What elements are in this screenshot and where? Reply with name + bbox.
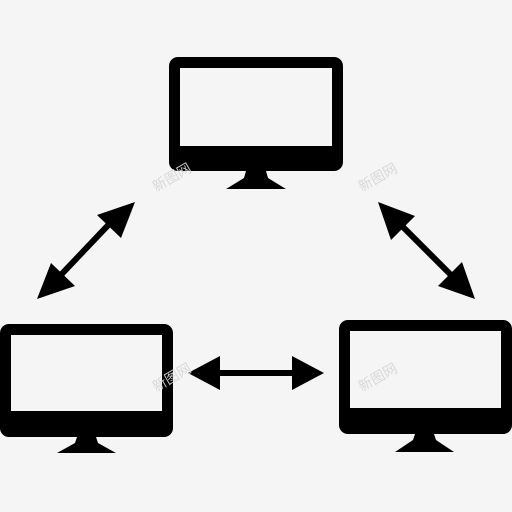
right-double-arrow-icon [378, 202, 475, 299]
monitor-right-icon [339, 320, 512, 452]
left-double-arrow-icon [37, 202, 135, 299]
horizontal-double-arrow-icon [188, 356, 324, 390]
watermark-text: 新图网 [356, 161, 400, 196]
monitor-left-icon [0, 324, 173, 453]
monitor-top-icon [169, 57, 343, 189]
